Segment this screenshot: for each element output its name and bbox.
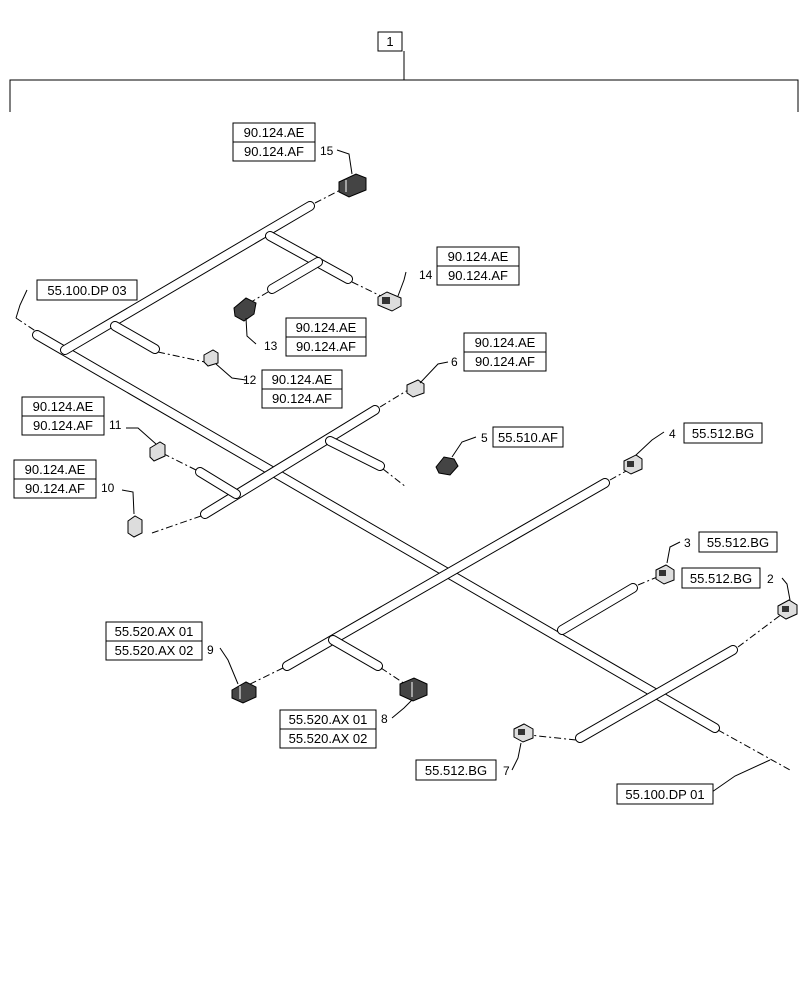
callout-5-ref[interactable]: 55.510.AF xyxy=(498,430,558,445)
callout-6-ref-2[interactable]: 90.124.AF xyxy=(475,354,535,369)
callout-9-ref-1[interactable]: 55.520.AX 01 xyxy=(115,624,194,639)
callout-11-ref-1[interactable]: 90.124.AE xyxy=(33,399,94,414)
callout-2: 55.512.BG 2 xyxy=(681,567,774,589)
branch-to-10 xyxy=(195,467,241,499)
callout-3: 55.512.BG 3 xyxy=(684,531,778,553)
callout-15-ref-1[interactable]: 90.124.AE xyxy=(244,125,305,140)
upper-trunk xyxy=(60,201,315,355)
callout-10-ref-2[interactable]: 90.124.AF xyxy=(25,481,85,496)
callout-3-number: 3 xyxy=(684,536,691,550)
connector-8 xyxy=(399,677,428,702)
callout-12-ref-1[interactable]: 90.124.AE xyxy=(272,372,333,387)
connectors xyxy=(127,173,798,743)
connector-3 xyxy=(655,564,675,585)
callout-14-ref-1[interactable]: 90.124.AE xyxy=(448,249,509,264)
connector-13 xyxy=(233,297,257,322)
connector-15 xyxy=(338,173,367,198)
callout-4: 55.512.BG 4 xyxy=(669,422,763,444)
callout-13: 90.124.AE 90.124.AF 13 xyxy=(264,317,367,357)
callout-14: 90.124.AE 90.124.AF 14 xyxy=(419,246,520,286)
callout-3-ref[interactable]: 55.512.BG xyxy=(707,535,769,550)
callout-13-ref-1[interactable]: 90.124.AE xyxy=(296,320,357,335)
callout-5-number: 5 xyxy=(481,431,488,445)
harness-end-top-left-ref[interactable]: 55.100.DP 03 xyxy=(47,283,126,298)
callout-12-number: 12 xyxy=(243,373,257,387)
callout-7-number: 7 xyxy=(503,764,510,778)
callout-14-number: 14 xyxy=(419,268,433,282)
callout-7-ref[interactable]: 55.512.BG xyxy=(425,763,487,778)
leader-lines xyxy=(15,149,791,793)
assembly-number: 1 xyxy=(386,34,393,49)
harness-end-bottom-right: 55.100.DP 01 xyxy=(616,783,714,805)
callout-13-number: 13 xyxy=(264,339,278,353)
callout-10-ref-1[interactable]: 90.124.AE xyxy=(25,462,86,477)
callout-9-number: 9 xyxy=(207,643,214,657)
callout-8-ref-2[interactable]: 55.520.AX 02 xyxy=(289,731,368,746)
connector-5 xyxy=(435,456,459,476)
callout-12: 90.124.AE 90.124.AF 12 xyxy=(243,369,343,409)
callout-11-number: 11 xyxy=(109,418,122,432)
branch-to-8 xyxy=(328,635,383,671)
connector-9 xyxy=(231,681,257,704)
callout-6-ref-1[interactable]: 90.124.AE xyxy=(475,335,536,350)
lower-trunk xyxy=(282,478,610,671)
branch-to-2-7 xyxy=(575,645,738,743)
branch-to-5 xyxy=(325,436,385,471)
branch-to-14 xyxy=(265,231,353,284)
callout-15-number: 15 xyxy=(320,144,334,158)
main-trunk xyxy=(32,330,720,733)
callout-4-ref[interactable]: 55.512.BG xyxy=(692,426,754,441)
connector-14 xyxy=(377,291,402,312)
callout-6: 90.124.AE 90.124.AF 6 xyxy=(451,332,547,372)
harness-end-top-left: 55.100.DP 03 xyxy=(36,279,138,301)
callout-11: 90.124.AE 90.124.AF 11 xyxy=(21,396,122,436)
connector-7 xyxy=(513,723,534,743)
connector-12 xyxy=(203,349,219,367)
connector-11 xyxy=(149,441,166,462)
callout-13-ref-2[interactable]: 90.124.AF xyxy=(296,339,356,354)
connector-6 xyxy=(406,379,425,398)
callout-5: 55.510.AF 5 xyxy=(481,426,564,448)
callout-6-number: 6 xyxy=(451,355,458,369)
connector-10 xyxy=(127,515,143,538)
callout-9-ref-2[interactable]: 55.520.AX 02 xyxy=(115,643,194,658)
branch-to-13 xyxy=(267,257,323,294)
harness-end-bottom-right-ref[interactable]: 55.100.DP 01 xyxy=(625,787,704,802)
callout-15: 90.124.AE 90.124.AF 15 xyxy=(232,122,334,162)
branch-to-6 xyxy=(200,405,380,519)
callout-8-number: 8 xyxy=(381,712,388,726)
connector-4 xyxy=(623,454,643,475)
harness-tubes xyxy=(32,201,738,743)
connector-2 xyxy=(777,599,798,620)
branch-to-3 xyxy=(557,583,638,635)
assembly-bracket: 1 xyxy=(9,31,799,112)
centerlines xyxy=(15,184,791,771)
callout-15-ref-2[interactable]: 90.124.AF xyxy=(244,144,304,159)
callout-2-number: 2 xyxy=(767,572,774,586)
branch-to-12 xyxy=(110,321,160,354)
callout-11-ref-2[interactable]: 90.124.AF xyxy=(33,418,93,433)
callout-10: 90.124.AE 90.124.AF 10 xyxy=(13,459,115,499)
callout-10-number: 10 xyxy=(101,481,115,495)
callout-8-ref-1[interactable]: 55.520.AX 01 xyxy=(289,712,368,727)
callout-4-number: 4 xyxy=(669,427,676,441)
callout-9: 55.520.AX 01 55.520.AX 02 9 xyxy=(105,621,214,661)
callout-7: 55.512.BG 7 xyxy=(415,759,510,781)
callout-14-ref-2[interactable]: 90.124.AF xyxy=(448,268,508,283)
callout-2-ref[interactable]: 55.512.BG xyxy=(690,571,752,586)
callout-12-ref-2[interactable]: 90.124.AF xyxy=(272,391,332,406)
callout-8: 55.520.AX 01 55.520.AX 02 8 xyxy=(279,709,388,749)
